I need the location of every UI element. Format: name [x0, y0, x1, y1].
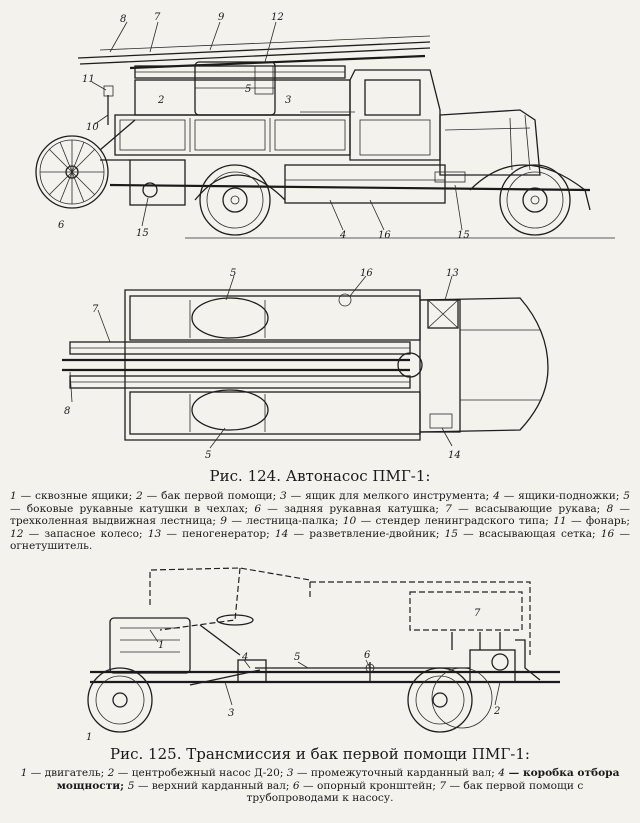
legend-number: 7	[439, 779, 447, 792]
legend-number: 10	[342, 515, 357, 528]
fig125-callout-1-top: 1	[158, 640, 164, 651]
fire-truck-top-view: 5 16 13 7 8 5 14	[62, 268, 549, 461]
legend-text: — двигатель;	[27, 767, 108, 779]
legend-number: 5	[623, 490, 631, 502]
legend-number: 16	[600, 527, 615, 540]
side-callout-5: 5	[245, 84, 251, 95]
legend-text: — ящик для мелкого инструмента;	[286, 490, 494, 502]
fig125-callout-2: 2	[493, 706, 500, 717]
side-callout-12: 12	[271, 12, 284, 23]
legend-text: — всасывающая сетка;	[458, 527, 601, 540]
side-callout-16: 16	[378, 230, 391, 241]
fig125-callout-4: 4	[241, 652, 248, 663]
top-callout-13: 13	[446, 268, 459, 279]
legend-text: — верхний карданный вал;	[134, 779, 293, 792]
fig125-callout-3: 3	[228, 708, 234, 719]
legend-number: 13	[147, 527, 162, 540]
fig124-caption: Рис. 124. Автонасос ПМГ-1:	[209, 467, 431, 485]
legend-text: — ящики-подножки;	[499, 490, 624, 502]
legend-number: 2	[107, 767, 115, 779]
fig125-callout-1-bottom: 1	[86, 732, 92, 743]
legend-text: — лестница-палка;	[227, 515, 343, 528]
legend-number: 9	[220, 515, 228, 528]
side-callout-3: 3	[285, 95, 291, 106]
legend-number: 8	[606, 502, 614, 515]
legend-number: 3	[280, 490, 287, 502]
legend-text: — разветвление-двойник;	[288, 527, 445, 540]
legend-number: 7	[445, 502, 452, 515]
top-callout-5-upper: 5	[230, 268, 236, 279]
side-callout-6: 6	[58, 220, 65, 231]
side-callout-15-front: 15	[457, 230, 470, 241]
legend-text: — фонарь;	[566, 515, 631, 528]
legend-number: 15	[444, 527, 459, 540]
fig125-caption: Рис. 125. Трансмиссия и бак первой помощ…	[110, 745, 530, 763]
side-callout-15-rear: 15	[136, 228, 149, 239]
fig125-legend: 1 — двигатель; 2 — центробежный насос Д-…	[10, 767, 630, 805]
side-callout-9: 9	[218, 12, 225, 23]
legend-number: 6	[254, 502, 262, 515]
legend-text: — бак первой помощи с трубопроводами к н…	[246, 779, 584, 805]
legend-number: 14	[274, 527, 289, 540]
side-callout-4: 4	[339, 230, 346, 241]
legend-text: — трехколенная выдвижная лестница;	[10, 502, 630, 528]
fig125-callout-7: 7	[474, 608, 481, 619]
top-callout-16: 16	[360, 268, 373, 279]
legend-text: — сквозные ящики;	[16, 490, 137, 502]
fig125-callout-6: 6	[364, 650, 371, 661]
legend-number: 1	[10, 490, 17, 502]
top-callout-7: 7	[92, 304, 99, 315]
legend-number: 12	[10, 527, 24, 540]
legend-text: — бак первой помощи;	[142, 490, 281, 502]
legend-number: 4	[493, 490, 500, 502]
transmission-diagram: 1 4 5 6 7 2 3 1	[86, 567, 560, 743]
legend-text: — коробка отбора мощности;	[56, 767, 620, 792]
legend-text: — задняя рукавная катушка;	[261, 502, 446, 515]
side-callout-11: 11	[82, 74, 95, 85]
side-callout-2: 2	[157, 95, 164, 106]
legend-text: — всасывающие рукава;	[451, 502, 607, 515]
fig124-technical-drawing: 8 7 9 12 11 2 5 3 10 6 15 4 16 15	[35, 12, 615, 461]
legend-text: — огнетушитель.	[10, 527, 630, 553]
legend-text: — стендер ленинградского типа;	[356, 515, 554, 528]
fig125-callout-5: 5	[294, 652, 300, 663]
side-callout-10: 10	[86, 122, 99, 133]
legend-text: — запасное колесо;	[23, 527, 148, 540]
legend-text: — опорный кронштейн;	[299, 779, 440, 792]
fig125-technical-drawing: 1 4 5 6 7 2 3 1	[86, 567, 560, 743]
fire-truck-side-view: 8 7 9 12 11 2 5 3 10 6 15 4 16 15	[35, 12, 615, 241]
side-callout-7: 7	[154, 12, 161, 23]
legend-text: — боковые рукавные катушки в чехлах;	[10, 502, 255, 515]
legend-number: 6	[292, 779, 300, 792]
top-callout-8: 8	[64, 406, 70, 417]
legend-text: — пеногенератор;	[161, 527, 275, 540]
legend-number: 1	[20, 767, 28, 779]
fig124-legend: 1 — сквозные ящики; 2 — бак первой помощ…	[10, 490, 630, 553]
legend-number: 3	[286, 767, 294, 779]
side-callout-8: 8	[120, 14, 126, 25]
legend-text: — промежуточный карданный вал;	[293, 767, 499, 779]
legend-number: 11	[553, 515, 567, 528]
legend-number: 4	[498, 767, 505, 779]
legend-number: 2	[136, 490, 143, 502]
top-callout-14: 14	[448, 450, 461, 461]
legend-number: 5	[127, 779, 135, 792]
top-callout-5-lower: 5	[205, 450, 211, 461]
legend-text: — центробежный насос Д-20;	[114, 767, 287, 779]
